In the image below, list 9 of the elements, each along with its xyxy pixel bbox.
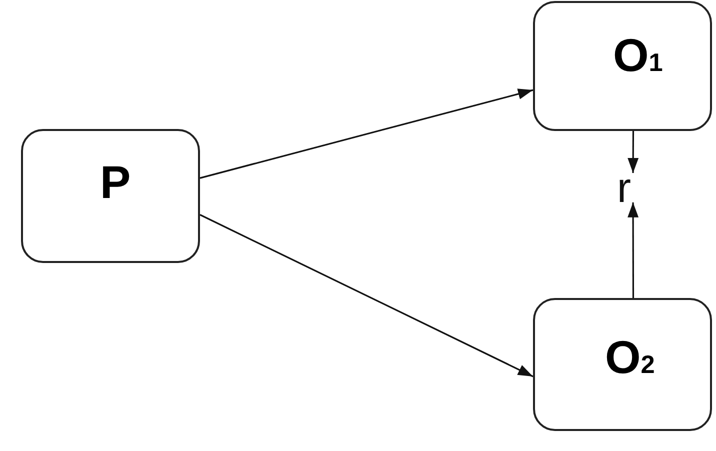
- node-label: P: [100, 159, 131, 205]
- arrow: [200, 88, 534, 179]
- arrow: [200, 214, 534, 378]
- arrow: [628, 131, 639, 173]
- arrow: [628, 202, 639, 298]
- variable-label: r: [617, 173, 635, 202]
- rounded-box: [533, 298, 712, 431]
- rounded-box: [533, 1, 712, 131]
- rounded-box: [21, 129, 200, 263]
